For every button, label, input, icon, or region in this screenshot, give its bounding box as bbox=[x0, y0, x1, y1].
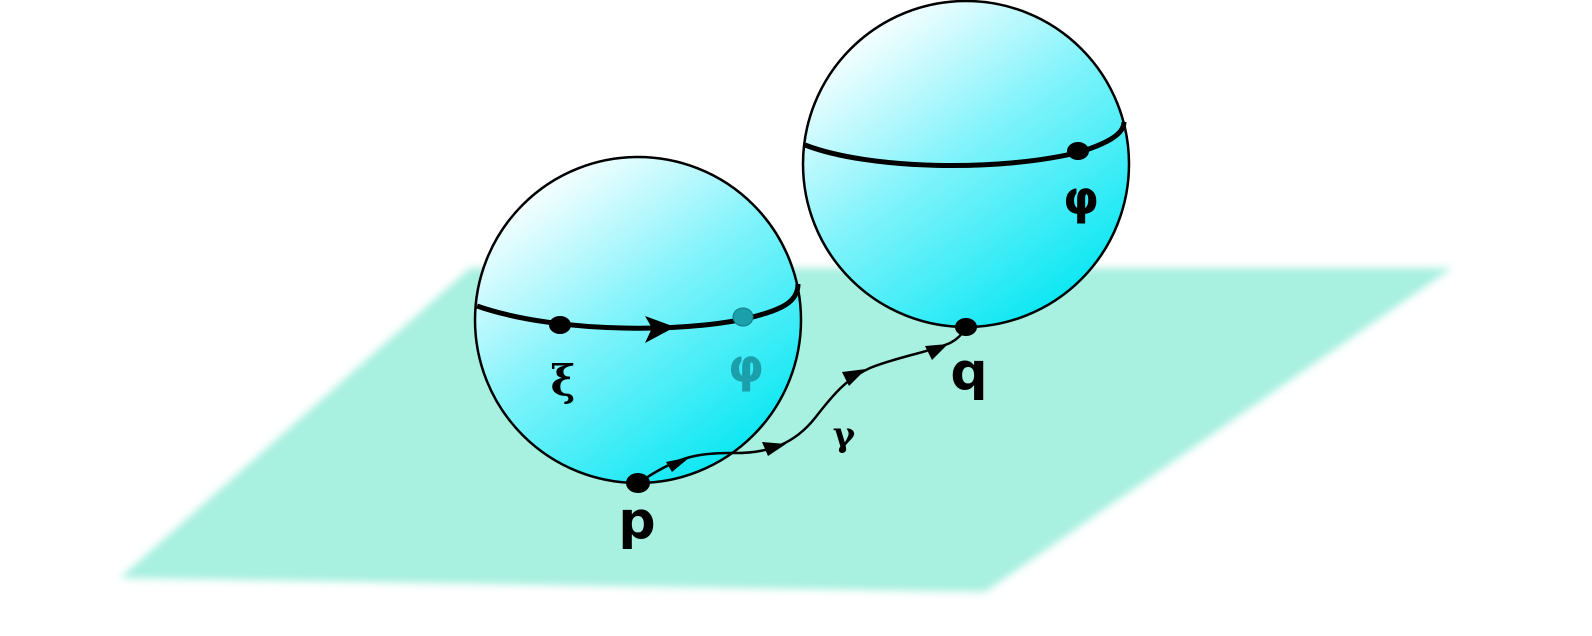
label-phi-back: φ bbox=[728, 339, 764, 393]
gamma-arrow-1 bbox=[666, 457, 690, 472]
equator-arrowhead bbox=[645, 316, 675, 343]
fiber-sphere-p bbox=[473, 155, 803, 485]
label-gamma: γ bbox=[833, 415, 856, 455]
point-xi bbox=[549, 316, 571, 334]
label-p: p bbox=[618, 491, 655, 551]
label-xi: ξ bbox=[551, 356, 576, 405]
gamma-arrow-2 bbox=[762, 442, 786, 456]
gamma-arrow-4 bbox=[925, 344, 948, 360]
gamma-arrow-3 bbox=[842, 369, 866, 386]
point-phi-back bbox=[732, 307, 754, 327]
label-phi-right: φ bbox=[1063, 171, 1099, 225]
point-p bbox=[626, 473, 650, 493]
path-gamma bbox=[645, 326, 968, 480]
equator-right bbox=[804, 121, 1127, 169]
base-plane bbox=[120, 268, 1452, 592]
fiber-sphere-q bbox=[801, 0, 1131, 329]
label-q: q bbox=[950, 342, 987, 402]
point-q bbox=[955, 318, 977, 336]
equator-left bbox=[476, 283, 801, 331]
point-phi-right bbox=[1067, 142, 1089, 160]
